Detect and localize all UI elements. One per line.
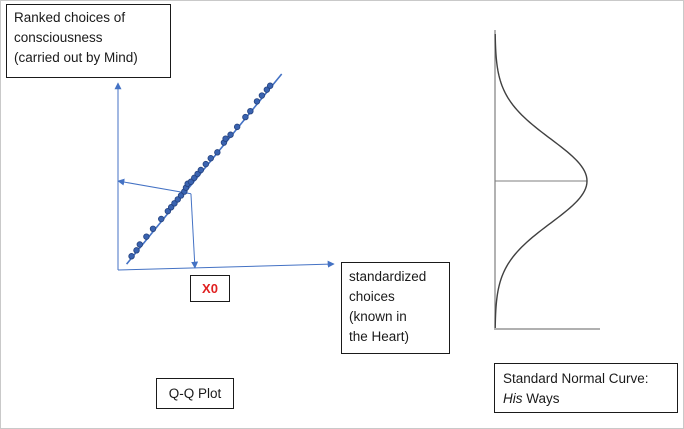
y-axis-label-line-1: Ranked choices of: [14, 10, 126, 25]
qq-point-18: [202, 160, 209, 168]
qq-point-17: [197, 166, 205, 174]
normal-curve-group: [494, 30, 600, 330]
qq-point-20: [214, 149, 221, 156]
qq-point-2: [136, 241, 143, 248]
qq-point-4: [149, 225, 157, 232]
qq-point-19: [207, 155, 214, 162]
x0-guide-lines: [117, 178, 199, 269]
normal-curve-title-emphasis: His: [503, 391, 523, 406]
normal-curve-title-rest: Ways: [522, 391, 560, 406]
normal-curve-title-line-2: His Ways: [503, 389, 671, 409]
normal-curve-title-line-1: Standard Normal Curve:: [503, 371, 649, 386]
qq-point-27: [253, 98, 261, 105]
y-axis-label-line-2: consciousness: [14, 30, 103, 45]
x-axis-label-line-2: choices: [349, 289, 395, 304]
x0-vertical-guide: [190, 193, 199, 269]
x-axis-label-line-1: standardized: [349, 269, 427, 284]
qq-point-0: [128, 253, 135, 260]
qq-point-5: [158, 215, 165, 223]
qq-points: [128, 82, 274, 260]
y-axis-label-line-3: (carried out by Mind): [14, 50, 138, 65]
normal-curve: [494, 33, 588, 329]
y-axis-label-box: Ranked choices of consciousness (carried…: [6, 4, 171, 78]
qq-point-30: [266, 82, 274, 89]
qq-fit-line: [125, 73, 283, 265]
qq-plot-title: Q-Q Plot: [156, 378, 234, 409]
qq-point-1: [133, 247, 140, 254]
qq-point-26: [247, 107, 254, 115]
x0-horizontal-guide: [117, 178, 192, 195]
qq-axes: [114, 82, 335, 271]
qq-point-3: [143, 233, 150, 240]
x-axis-arrow: [117, 260, 335, 271]
qq-point-23: [227, 131, 234, 138]
x-axis-label-line-4: the Heart): [349, 329, 410, 344]
x0-marker-label: X0: [190, 275, 230, 302]
x-axis-label-line-3: (known in: [349, 309, 407, 324]
qq-point-28: [258, 92, 266, 99]
x-axis-label-box: standardized choices (known in the Heart…: [341, 262, 450, 354]
fit-line: [125, 73, 283, 265]
qq-point-22: [222, 135, 229, 142]
qq-point-24: [233, 123, 241, 131]
normal-curve-title: Standard Normal Curve: His Ways: [494, 363, 678, 413]
qq-point-25: [242, 113, 249, 121]
